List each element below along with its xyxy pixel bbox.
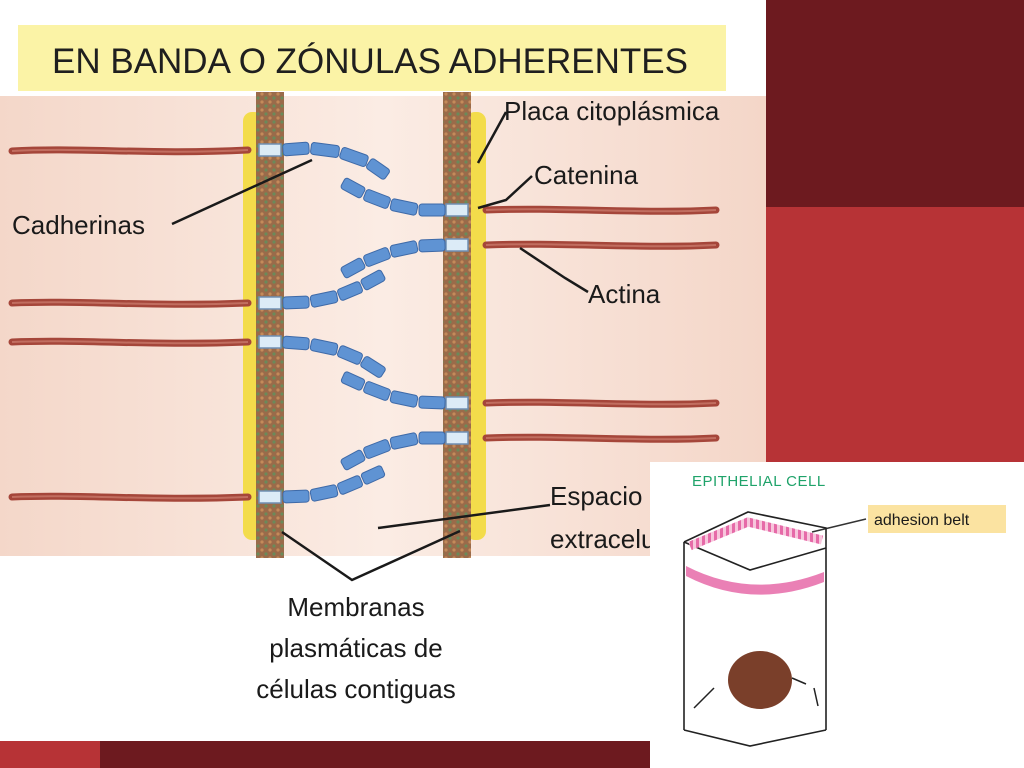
leader-membranas bbox=[281, 529, 461, 582]
cadherin-segment bbox=[363, 189, 391, 209]
cadherin-segment bbox=[366, 158, 390, 180]
label-catenina: Catenina bbox=[534, 160, 639, 190]
cadherin-segment bbox=[340, 257, 366, 279]
cadherin-segment bbox=[337, 281, 363, 301]
cadherin-segment bbox=[418, 203, 446, 217]
cadherin-segment bbox=[418, 238, 446, 253]
cadherin-segment bbox=[340, 177, 366, 199]
actin-texture bbox=[11, 148, 717, 500]
nucleus bbox=[728, 651, 792, 709]
label-membranas-line3: células contiguas bbox=[256, 674, 455, 704]
label-actina: Actina bbox=[588, 279, 661, 309]
adhesion-belt-label-box bbox=[868, 505, 1006, 533]
inset-title: EPITHELIAL CELL bbox=[692, 473, 826, 490]
bottom-bar-red bbox=[0, 741, 100, 768]
catenin-node bbox=[258, 335, 282, 349]
cadherin-segment bbox=[339, 147, 369, 167]
cadherin-segment bbox=[389, 390, 419, 408]
cadherin-segment bbox=[363, 247, 391, 267]
plasma-membrane-right bbox=[443, 92, 471, 558]
cadherin-segment bbox=[360, 465, 386, 485]
cadherin-segment bbox=[418, 431, 446, 445]
adhesion-belt-label: adhesion belt bbox=[874, 512, 970, 529]
cadherin-segment bbox=[360, 356, 386, 378]
catenin-nodes bbox=[258, 143, 469, 504]
title-band bbox=[18, 25, 726, 91]
cell-mark bbox=[693, 687, 715, 709]
cadherin-segment bbox=[363, 439, 391, 459]
adhesion-belt-front bbox=[686, 566, 824, 595]
cadherin-chains bbox=[282, 141, 446, 504]
cadherin-segment bbox=[418, 395, 446, 410]
cadherin-segment bbox=[360, 269, 386, 291]
cadherin-segment bbox=[310, 142, 340, 158]
label-membranas-line2: plasmáticas de bbox=[269, 633, 442, 663]
catenin-node bbox=[258, 296, 282, 310]
label-espacio-line1: Espacio bbox=[550, 481, 643, 511]
decor-block-dark bbox=[766, 0, 1024, 207]
decor-block-red bbox=[766, 207, 1024, 507]
cadherin-segment bbox=[389, 240, 419, 258]
cadherin-segment bbox=[340, 449, 366, 471]
catenin-node bbox=[258, 490, 282, 504]
cadherin-segment bbox=[363, 381, 391, 401]
cadherin-segment bbox=[389, 198, 419, 216]
adhesion-belt-top bbox=[688, 517, 824, 551]
inset-epithelial-cell: EPITHELIAL CELL adhesion belt bbox=[650, 462, 1024, 768]
cadherin-segment bbox=[309, 338, 339, 356]
cell-mark bbox=[791, 677, 807, 685]
cell-mark bbox=[813, 687, 819, 707]
cadherin-segment bbox=[337, 345, 363, 365]
cell-outline bbox=[683, 511, 827, 747]
cadherin-segment bbox=[309, 290, 339, 308]
cadherin-segment bbox=[389, 432, 419, 450]
plasma-membrane-left bbox=[256, 92, 284, 558]
cadherin-segment bbox=[282, 141, 310, 157]
cadherin-segment bbox=[282, 295, 310, 310]
catenin-node bbox=[445, 431, 469, 445]
cadherin-segment bbox=[309, 484, 339, 502]
adhesion-belt-leader bbox=[811, 518, 867, 533]
leader-placa bbox=[476, 111, 508, 164]
leader-lines bbox=[171, 111, 589, 582]
label-cadherinas: Cadherinas bbox=[12, 210, 145, 240]
bottom-bar-dark bbox=[100, 741, 650, 768]
label-membranas-line1: Membranas bbox=[287, 592, 424, 622]
label-placa-citoplasmica: Placa citoplásmica bbox=[504, 96, 720, 126]
cadherin-segment bbox=[282, 489, 310, 504]
leader-catenina bbox=[477, 175, 533, 210]
leader-cadherinas bbox=[171, 158, 313, 226]
catenin-node bbox=[445, 238, 469, 252]
leader-actina bbox=[519, 246, 589, 294]
catenin-node bbox=[258, 143, 282, 157]
cadherin-segment bbox=[337, 475, 363, 495]
leader-espacio bbox=[377, 503, 551, 530]
diagram-title: EN BANDA O ZÓNULAS ADHERENTES bbox=[52, 42, 688, 81]
catenin-node bbox=[445, 203, 469, 217]
cadherin-segment bbox=[282, 335, 310, 351]
cadherin-segment bbox=[340, 371, 366, 391]
catenin-node bbox=[445, 396, 469, 410]
